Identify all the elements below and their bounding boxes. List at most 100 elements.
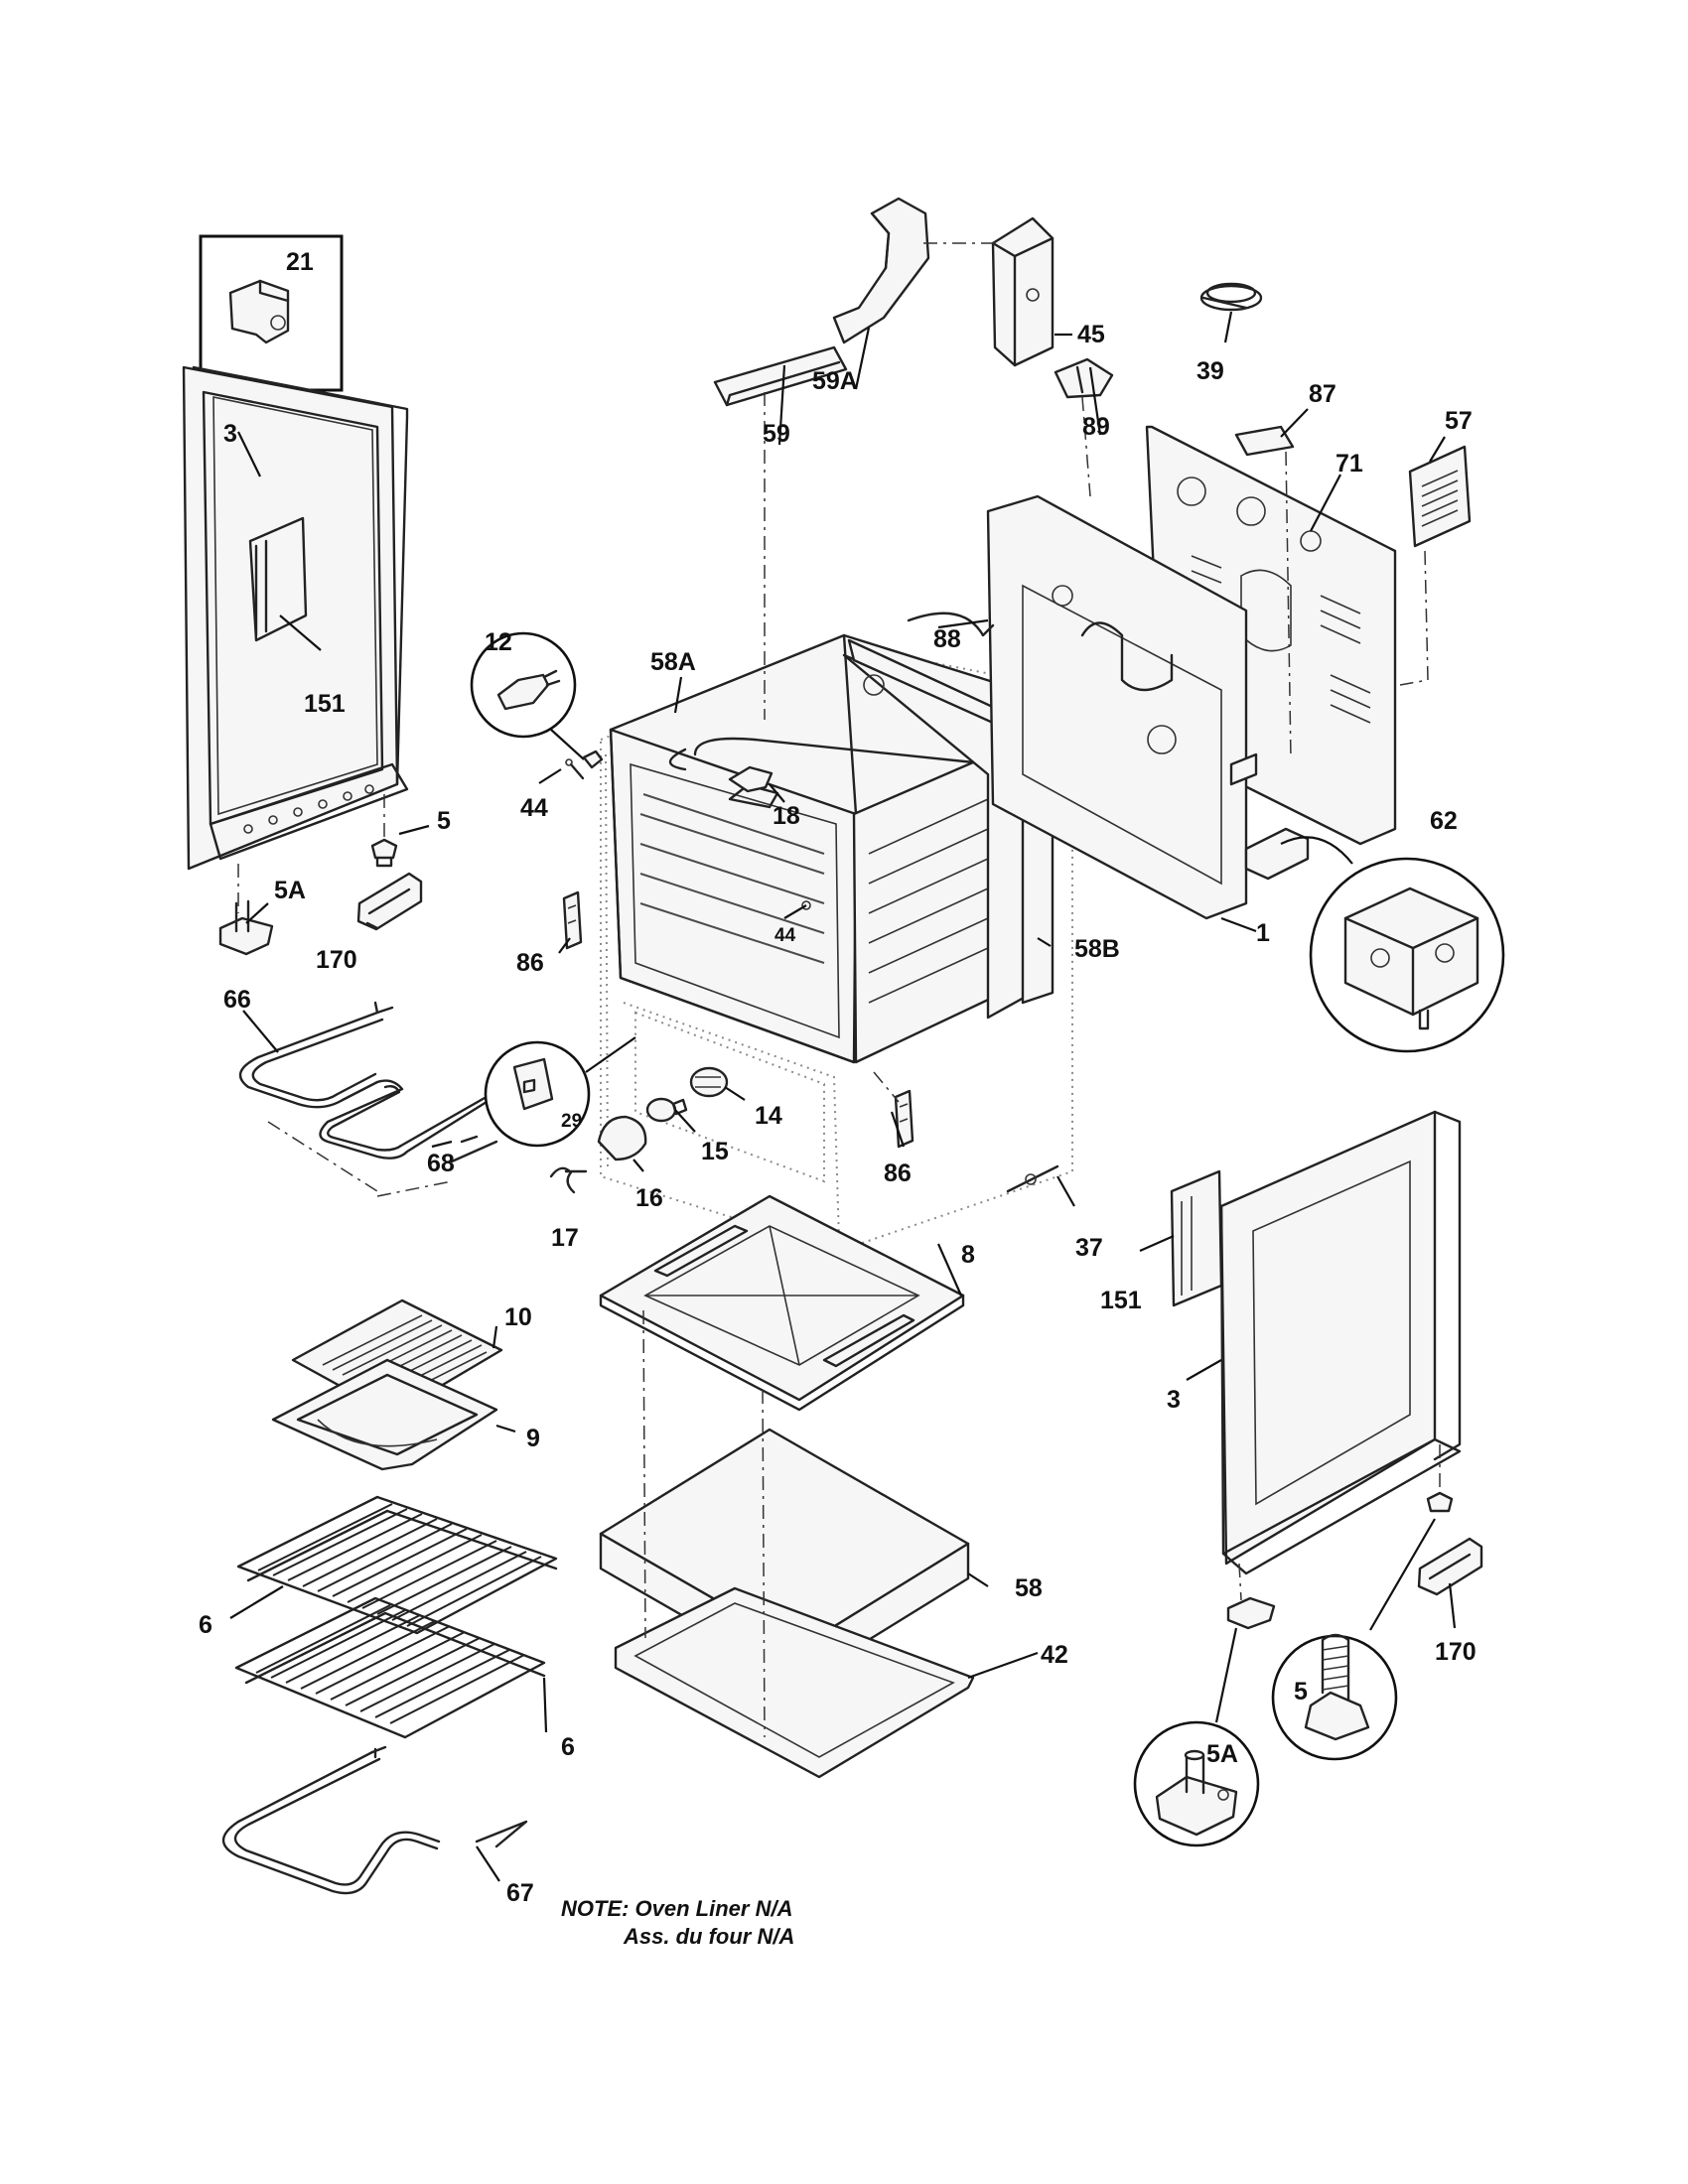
part-6-oven-rack-lower xyxy=(234,1596,546,1739)
callout-10: 10 xyxy=(504,1303,532,1331)
oven-liner-note: NOTE: Oven Liner N/A Ass. du four N/A xyxy=(561,1896,794,1949)
part-5-right-leveler-screw xyxy=(1271,1491,1454,1761)
part-5-left-leveler-screw xyxy=(370,838,398,868)
callout-5-left: 5 xyxy=(437,807,451,835)
callout-29: 29 xyxy=(561,1111,582,1132)
guide-bottom-left xyxy=(642,1309,646,1639)
callout-1: 1 xyxy=(1256,919,1270,947)
callout-87: 87 xyxy=(1309,380,1336,408)
guide-back-wall-1 xyxy=(1081,396,1091,497)
part-5a-left-leg xyxy=(218,899,274,956)
part-9-broil-pan xyxy=(271,1358,498,1471)
callout-67: 67 xyxy=(506,1879,534,1907)
part-1-back-panel xyxy=(986,494,1258,920)
part-151-right-bracket xyxy=(1170,1169,1223,1307)
part-66-broil-element xyxy=(238,1001,489,1160)
callout-42: 42 xyxy=(1041,1641,1068,1669)
part-59a-vent-duct-elbow xyxy=(832,197,930,344)
callout-12: 12 xyxy=(485,628,512,656)
callout-37: 37 xyxy=(1075,1234,1103,1262)
part-3-left-side-panel xyxy=(182,365,409,871)
callout-3-left: 3 xyxy=(223,420,237,448)
callout-16: 16 xyxy=(635,1184,663,1212)
leader-16 xyxy=(633,1159,644,1172)
part-29-lamp-socket-callout xyxy=(484,1036,636,1148)
part-12-door-switch-callout xyxy=(470,631,604,769)
part-44-mid-screw xyxy=(801,900,811,910)
callout-71: 71 xyxy=(1336,450,1363,478)
part-45-vent-box xyxy=(991,216,1055,367)
part-8-oven-bottom xyxy=(599,1194,965,1412)
callout-45: 45 xyxy=(1077,321,1105,348)
part-67-bake-element xyxy=(221,1745,528,1895)
part-59-vent-duct xyxy=(713,345,848,407)
guide-bottom-right xyxy=(762,1389,766,1738)
callout-44-left: 44 xyxy=(520,794,548,822)
callout-39: 39 xyxy=(1196,357,1224,385)
part-14-lamp-socket xyxy=(689,1066,729,1098)
callout-17: 17 xyxy=(551,1224,579,1252)
callout-6-top: 6 xyxy=(199,1611,212,1639)
guide-right-panel-to-leg xyxy=(1238,1563,1242,1601)
part-18-lamp-receptacle xyxy=(728,765,785,803)
callout-9: 9 xyxy=(526,1425,540,1452)
callout-59: 59 xyxy=(763,420,790,448)
callout-57: 57 xyxy=(1445,407,1473,435)
leader-15 xyxy=(674,1109,696,1133)
callout-170-right: 170 xyxy=(1435,1638,1477,1666)
callout-58b: 58B xyxy=(1074,935,1120,963)
note-line-2: Ass. du four N/A xyxy=(623,1924,794,1949)
callout-6-bottom: 6 xyxy=(561,1733,575,1761)
callout-68: 68 xyxy=(427,1150,455,1177)
guide-86-right xyxy=(873,1071,900,1103)
guide-back-wall-2 xyxy=(1285,451,1292,760)
note-line-1: NOTE: Oven Liner N/A xyxy=(561,1896,792,1921)
callout-44-mid: 44 xyxy=(774,925,796,946)
callout-66: 66 xyxy=(223,986,251,1014)
callout-58a: 58A xyxy=(650,648,696,676)
callout-labels: 21 3 151 5 5A 170 12 44 58A 18 44 86 58B… xyxy=(199,248,1477,1907)
part-15-lamp-bulb xyxy=(645,1097,688,1123)
part-3-right-side-panel xyxy=(1219,1110,1462,1575)
part-170-right-bracket xyxy=(1417,1537,1483,1596)
callout-3-right: 3 xyxy=(1167,1386,1181,1414)
part-6-oven-rack-upper xyxy=(236,1495,558,1635)
leader-14 xyxy=(724,1086,746,1101)
callout-89: 89 xyxy=(1082,413,1110,441)
callout-14: 14 xyxy=(755,1102,782,1130)
part-86-right-hinge-receiver xyxy=(894,1089,914,1149)
callout-21: 21 xyxy=(286,248,314,276)
callout-58: 58 xyxy=(1015,1574,1043,1602)
part-87-label xyxy=(1234,425,1295,457)
part-58a-oven-cavity xyxy=(600,633,1073,1253)
callout-59a: 59A xyxy=(812,367,858,395)
callout-18: 18 xyxy=(773,802,800,830)
part-39-power-cord xyxy=(1199,282,1263,312)
part-16-lamp-lens xyxy=(597,1115,647,1161)
callout-5a-left: 5A xyxy=(274,877,306,904)
part-17-lamp-clip xyxy=(549,1166,588,1194)
part-42-bottom-tray xyxy=(614,1586,975,1779)
part-57-back-cover xyxy=(1408,445,1472,548)
callout-88: 88 xyxy=(933,625,961,653)
callout-5a-right: 5A xyxy=(1206,1740,1238,1768)
callout-62: 62 xyxy=(1430,807,1458,835)
callout-151-right: 151 xyxy=(1100,1287,1142,1314)
part-88-wire xyxy=(907,612,995,637)
part-68-element-bracket xyxy=(267,1121,498,1197)
callout-15: 15 xyxy=(701,1138,729,1165)
part-44-left-screw xyxy=(565,758,585,780)
part-5a-right-leg xyxy=(1133,1596,1276,1847)
leader-lines xyxy=(229,311,1457,1882)
guide-back-wall-3 xyxy=(1399,550,1429,686)
part-89-bracket xyxy=(1054,357,1114,399)
callout-86-left: 86 xyxy=(516,949,544,977)
callout-86-right: 86 xyxy=(884,1160,912,1187)
part-21-knob-inset xyxy=(199,234,344,392)
part-37-oven-sensor xyxy=(1006,1164,1075,1207)
part-62-terminal-block xyxy=(1244,827,1505,1053)
callout-5-right: 5 xyxy=(1294,1678,1308,1706)
part-170-left-bracket xyxy=(356,872,423,931)
callout-170-left: 170 xyxy=(316,946,357,974)
